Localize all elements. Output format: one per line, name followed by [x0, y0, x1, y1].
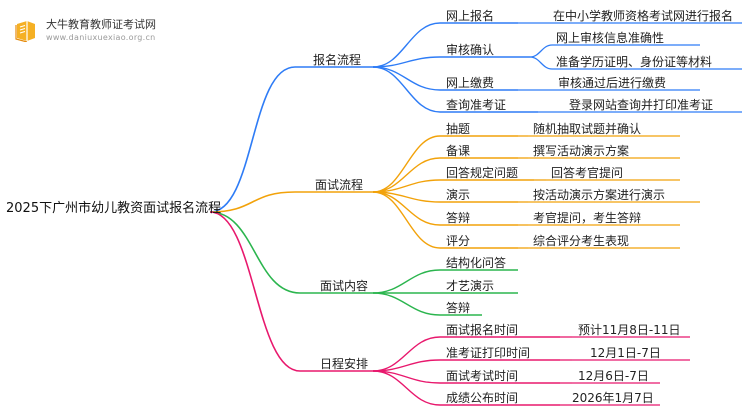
leaf-defense: 答辩	[446, 211, 471, 225]
detail-scoring: 综合评分考生表现	[533, 234, 630, 248]
detail-answer-questions: 回答考官提问	[551, 166, 624, 180]
leaf-admission-ticket: 查询准考证	[446, 98, 507, 112]
detail-draw-question: 随机抽取试题并确认	[533, 122, 642, 136]
connector-branch-2-leaf-2	[372, 292, 441, 316]
connector-branch-3-leaf-3	[372, 370, 441, 406]
branch-interview-content: 面试内容	[320, 279, 369, 293]
detail-demonstration: 按活动演示方案进行演示	[533, 188, 666, 202]
connector-branch-0-leaf-3	[372, 66, 441, 113]
leaf-online-payment: 网上缴费	[446, 76, 495, 90]
connector-root-branch-0	[209, 66, 296, 213]
leaf-review-confirm: 审核确认	[446, 43, 495, 57]
branch-schedule: 日程安排	[320, 357, 369, 371]
detail-exam-time: 12月6日-7日	[578, 369, 649, 383]
leaf-demonstration: 演示	[446, 188, 471, 202]
leaf-content-defense: 答辩	[446, 301, 471, 315]
connector-branch-0-leaf-0	[372, 22, 441, 68]
leaf-prepare-lesson: 备课	[446, 144, 471, 158]
branch-interview-process: 面试流程	[315, 178, 364, 192]
detail-prepare-lesson: 撰写活动演示方案	[533, 144, 630, 158]
brand-name: 大牛教育教师证考试网	[46, 18, 156, 31]
branch-registration-process: 报名流程	[313, 53, 362, 67]
root-topic: 2025下广州市幼儿教资面试报名流程	[6, 201, 222, 216]
detail-results-time: 2026年1月7日	[572, 391, 654, 405]
detail-registration-time: 预计11月8日-11日	[578, 323, 681, 337]
detail-review-materials: 准备学历证明、身份证等材料	[556, 55, 713, 69]
brand-url: www.daniuxuexiao.org.cn	[46, 33, 156, 42]
detail-ticket-print-time: 12月1日-7日	[590, 346, 661, 360]
detail-defense: 考官提问，考生答辩	[533, 211, 642, 225]
connector-branch-0-leaf-2	[372, 66, 441, 91]
connector-branch-1-leaf-5	[372, 191, 441, 249]
detail-online-payment: 审核通过后进行缴费	[558, 76, 667, 90]
leaf-scoring: 评分	[446, 234, 471, 248]
connector-root-branch-3	[209, 211, 301, 372]
leaf-exam-time: 面试考试时间	[446, 369, 519, 383]
leaf-online-registration: 网上报名	[446, 9, 495, 23]
connector-detail-1	[529, 44, 553, 58]
connector-branch-1-leaf-0	[372, 135, 441, 193]
connector-root-branch-1	[209, 191, 296, 213]
connector-detail-2	[529, 56, 553, 70]
detail-review-online: 网上审核信息准确性	[556, 31, 665, 45]
leaf-registration-time: 面试报名时间	[446, 323, 519, 337]
leaf-answer-questions: 回答规定问题	[446, 166, 519, 180]
connector-root-branch-2	[209, 211, 301, 294]
leaf-structured-qa: 结构化问答	[446, 256, 507, 270]
book-logo-icon	[14, 20, 38, 43]
leaf-ticket-print-time: 准考证打印时间	[446, 346, 531, 360]
leaf-draw-question: 抽题	[446, 122, 471, 136]
leaf-talent-show: 才艺演示	[446, 279, 495, 293]
detail-online-registration: 在中小学教师资格考试网进行报名	[553, 9, 734, 23]
detail-admission-ticket: 登录网站查询并打印准考证	[569, 98, 714, 112]
connector-branch-2-leaf-0	[372, 269, 441, 294]
leaf-results-time: 成绩公布时间	[446, 391, 519, 405]
connector-branch-0-leaf-1	[372, 56, 441, 68]
